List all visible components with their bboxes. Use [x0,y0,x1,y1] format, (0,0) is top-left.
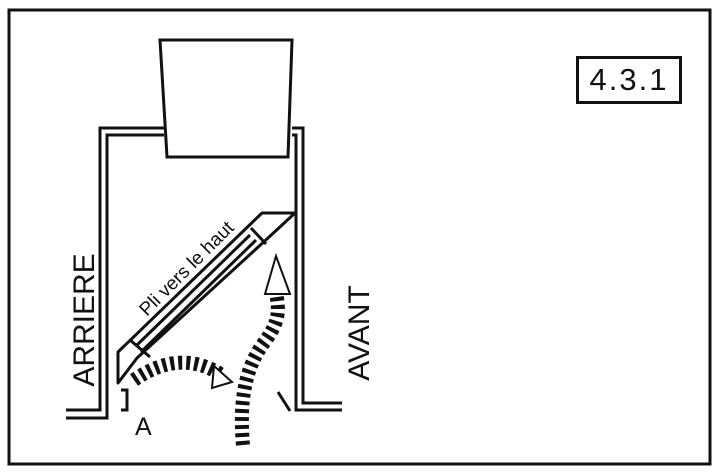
hopper [158,38,294,159]
airflow-arrow-up [234,290,285,446]
airflow-arrow-left [130,355,226,386]
figure-number-box: 4.3.1 [576,56,682,104]
figure-number: 4.3.1 [589,62,669,97]
left-channel-wall [66,126,164,412]
front-label: AVANT [343,285,376,381]
rear-label: ARRIERE [68,253,101,387]
fold-crease [135,233,252,347]
right-channel-wall [292,126,342,405]
point-a-label: A [135,413,152,441]
outer-frame [7,8,712,466]
folded-sheet [116,211,297,385]
point-a-bracket [121,388,129,412]
